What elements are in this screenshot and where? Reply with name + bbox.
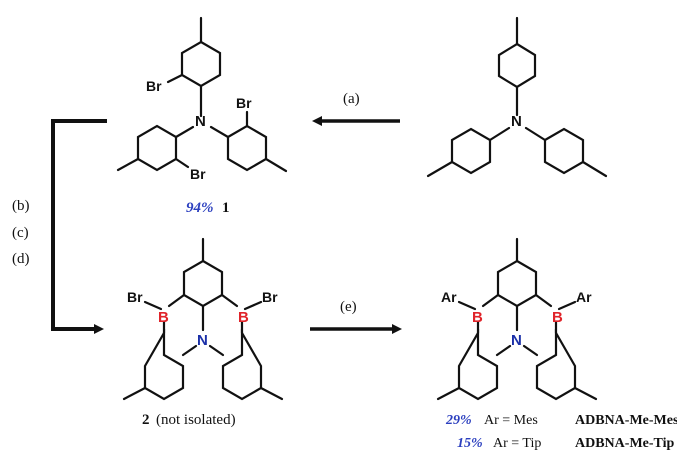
compound-2-note: (not isolated) xyxy=(156,412,236,428)
product-b-right: B xyxy=(552,309,563,326)
compound-2-b-left: B xyxy=(158,309,169,326)
compound-1-structure xyxy=(116,16,288,173)
compound-1-number: 1 xyxy=(222,200,230,216)
product-1-name: ADBNA-Me-Mes xyxy=(575,413,677,428)
step-e-label: (e) xyxy=(340,299,357,315)
compound-2-b-right: B xyxy=(238,309,249,326)
compound-2-number: 2 xyxy=(142,412,150,428)
compound-1-br-right: Br xyxy=(236,95,252,111)
compound-1-br-bottom: Br xyxy=(190,166,206,182)
product-structure xyxy=(436,237,598,401)
compound-2-br-left: Br xyxy=(127,289,143,305)
compound-1-yield: 94% xyxy=(186,200,214,216)
product-2-ar-def: Ar = Tip xyxy=(493,436,541,451)
product-2-name: ADBNA-Me-Tip xyxy=(575,436,675,451)
step-d-label: (d) xyxy=(12,251,30,267)
compound-1-n-atom: N xyxy=(195,113,206,130)
product-1-ar-def: Ar = Mes xyxy=(484,413,538,428)
product-n-atom: N xyxy=(511,332,522,349)
product-1-yield: 29% xyxy=(445,413,472,428)
step-c-label: (c) xyxy=(12,225,29,241)
step-a-label: (a) xyxy=(343,91,360,107)
product-2-yield: 15% xyxy=(457,436,483,451)
compound-2-structure xyxy=(122,237,284,401)
step-b-label: (b) xyxy=(12,198,30,214)
product-ar-left: Ar xyxy=(441,289,457,305)
compound-1-br-top: Br xyxy=(146,78,162,94)
product-b-left: B xyxy=(472,309,483,326)
product-ar-right: Ar xyxy=(576,289,592,305)
starting-material-structure xyxy=(426,16,608,178)
compound-2-br-right: Br xyxy=(262,289,278,305)
bracket-arrow xyxy=(51,119,107,334)
compound-2-n-atom: N xyxy=(197,332,208,349)
starting-material-n-atom: N xyxy=(511,113,522,130)
